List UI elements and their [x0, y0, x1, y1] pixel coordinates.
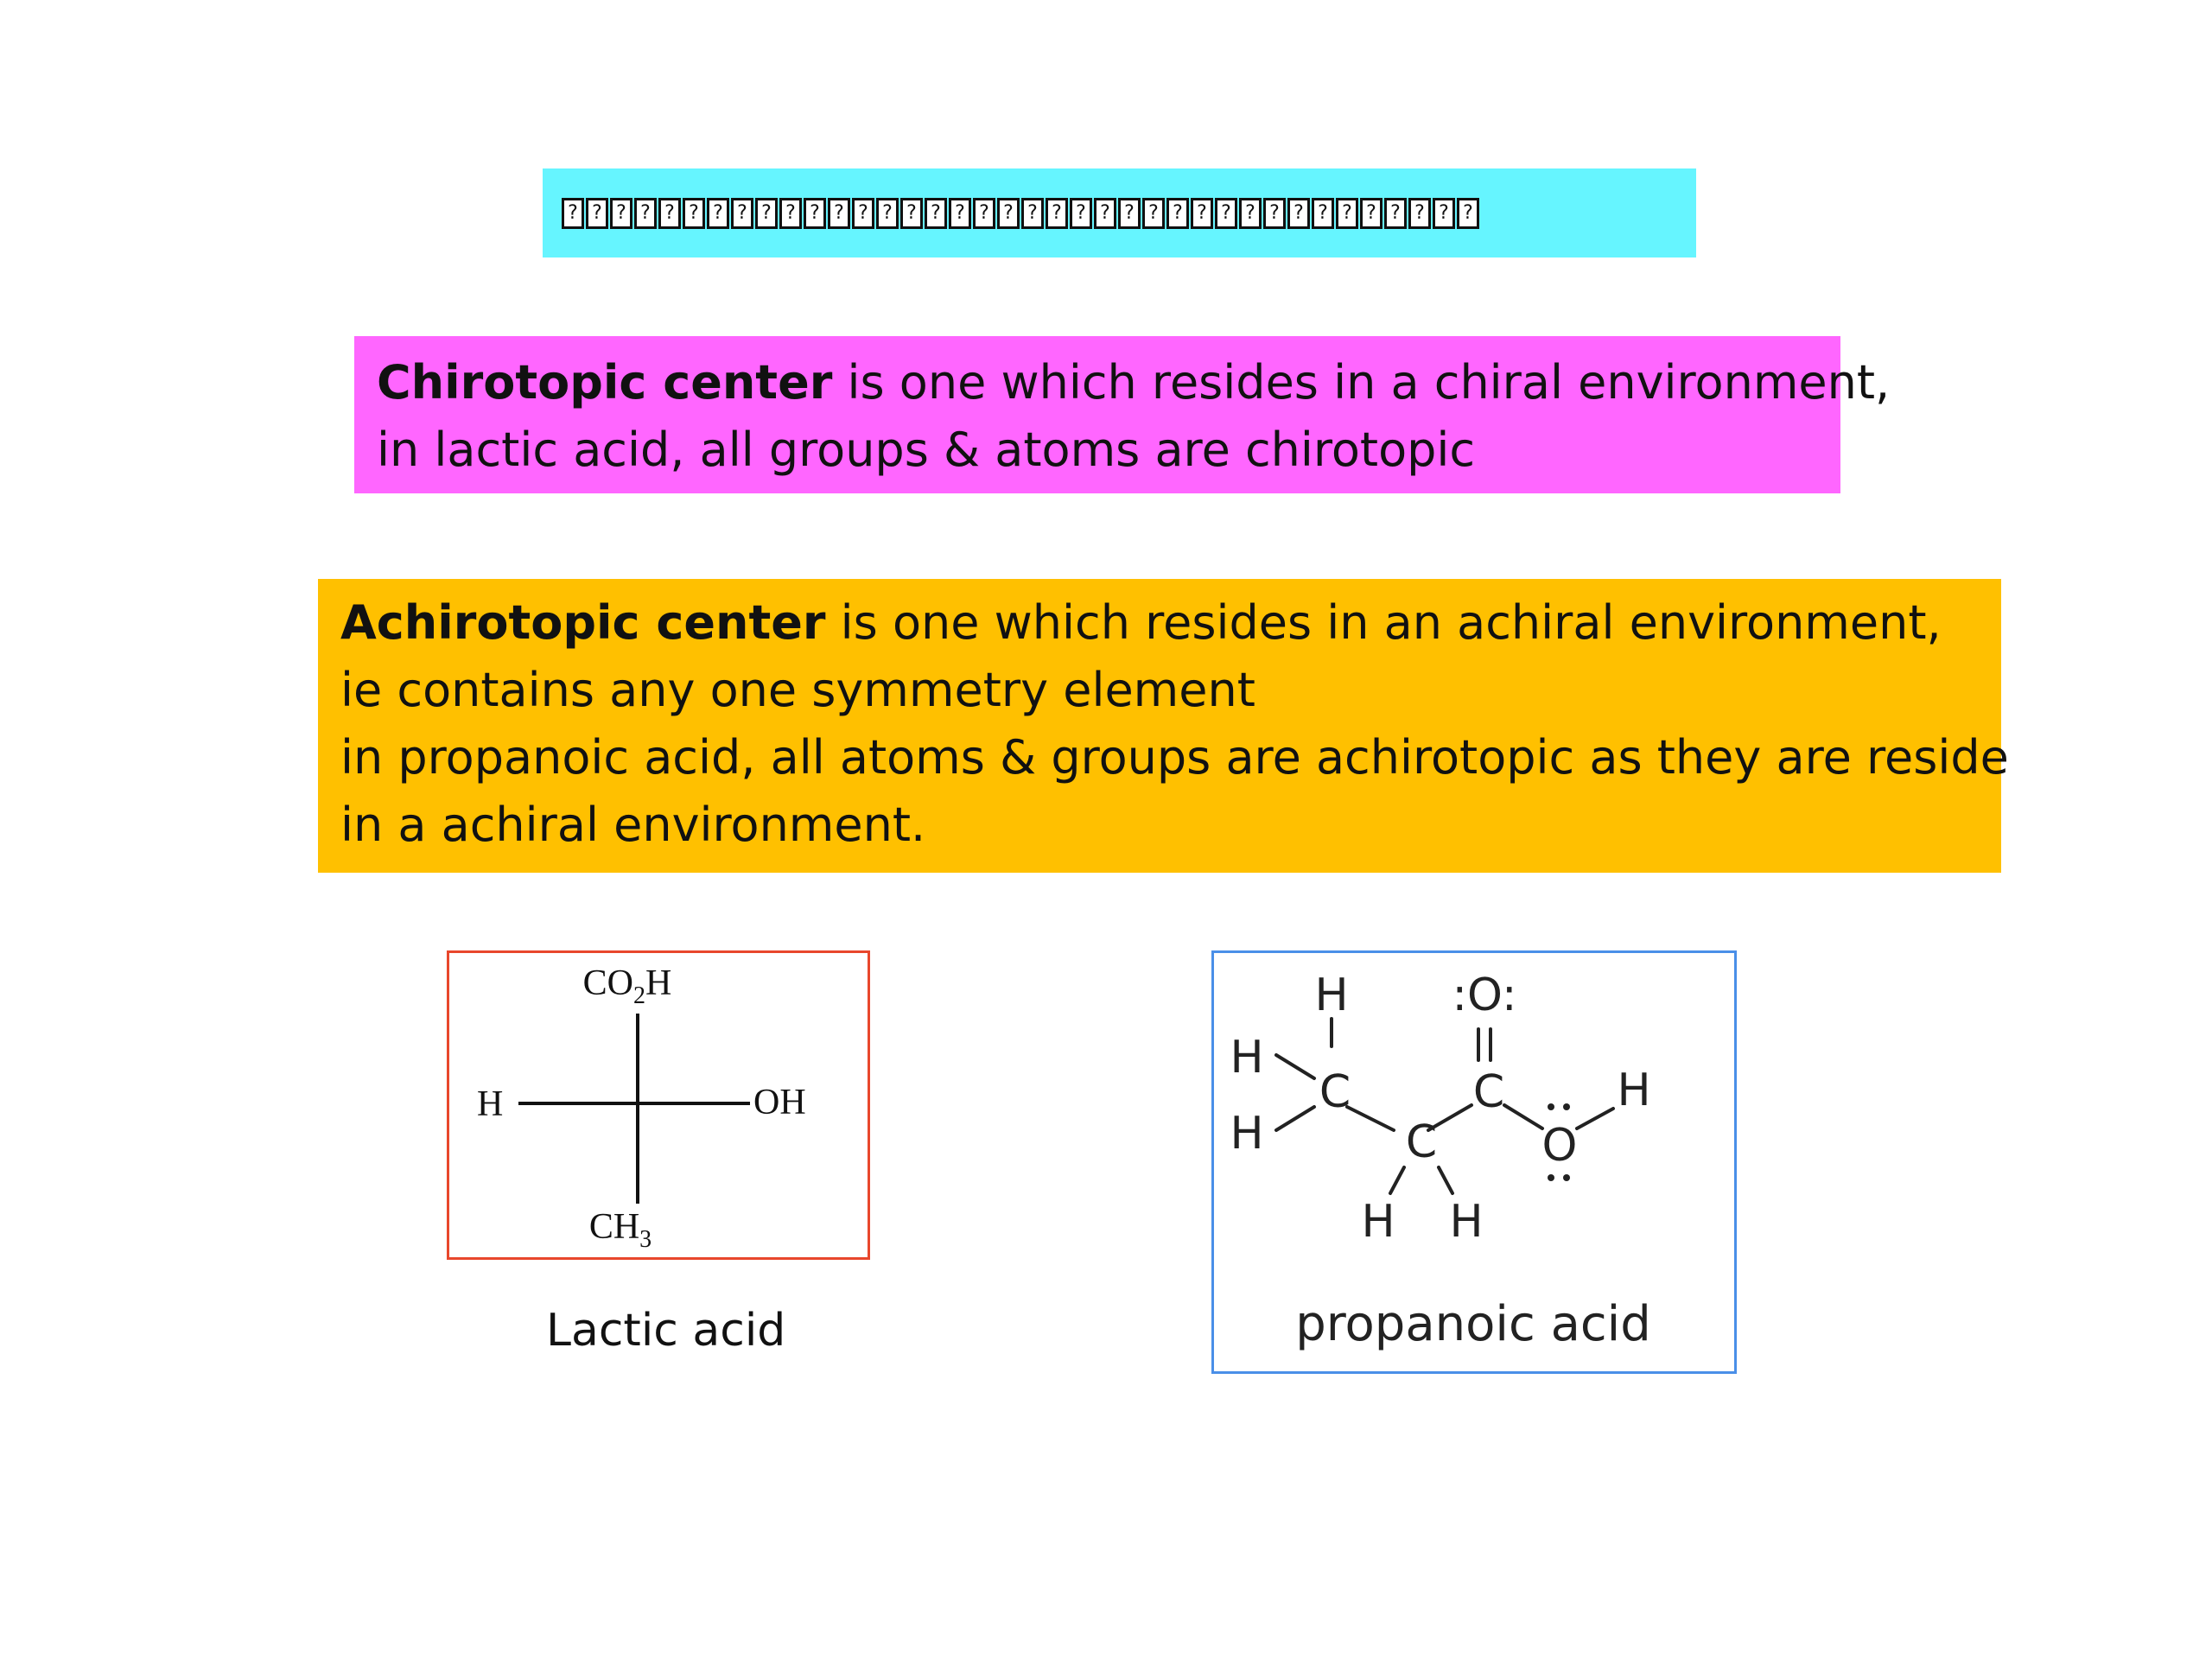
achirotopic-term: Achirotopic center	[340, 595, 826, 650]
bond-c2-h-right	[1437, 1166, 1454, 1195]
missing-glyph-box	[997, 197, 1020, 229]
propanoic-bonds	[1274, 1017, 1615, 1195]
missing-glyph-box	[634, 197, 657, 229]
missing-glyph-box	[1457, 197, 1479, 229]
missing-glyph-box	[1094, 197, 1116, 229]
missing-glyph-box	[1046, 197, 1068, 229]
missing-glyph-box	[658, 197, 681, 229]
missing-glyph-box	[779, 197, 802, 229]
atom-hydroxyl-h: H	[1617, 1065, 1650, 1116]
chirotopic-definition-box: Chirotopic center is one which resides i…	[354, 336, 1890, 493]
atom-c1: C	[1319, 1066, 1351, 1118]
achirotopic-line-1-text: is one which resides in an achiral envir…	[825, 595, 1942, 650]
missing-glyph-box	[1239, 197, 1262, 229]
bond-c1-h-left-lower	[1274, 1105, 1316, 1132]
propanoic-acid-lewis-structure: H H H C C H H C :O: O H propanoic acid	[1230, 969, 1651, 1352]
missing-glyph-box	[973, 197, 995, 229]
lone-pair-dot	[1563, 1103, 1570, 1110]
missing-glyph-box	[1021, 197, 1044, 229]
missing-glyph-box	[900, 197, 923, 229]
missing-glyph-box	[1166, 197, 1189, 229]
hydroxyl-lone-pairs	[1548, 1103, 1570, 1181]
missing-glyph-box	[562, 197, 584, 229]
atom-h-top: H	[1314, 969, 1348, 1021]
missing-glyph-box	[828, 197, 850, 229]
lactic-top-group: CO2H	[583, 963, 672, 1009]
missing-glyph-box	[755, 197, 778, 229]
bond-o-h	[1575, 1107, 1615, 1130]
missing-glyph-box	[876, 197, 899, 229]
bond-c2-h-left	[1389, 1166, 1406, 1195]
bond-c3-o	[1503, 1103, 1544, 1130]
missing-glyph-box	[1433, 197, 1455, 229]
missing-glyph-box	[1312, 197, 1334, 229]
missing-glyph-box	[1384, 197, 1407, 229]
achirotopic-line-3: in propanoic acid, all atoms & groups ar…	[340, 730, 2009, 785]
lactic-bottom-group: CH3	[589, 1207, 652, 1253]
bond-c1-h-left-upper	[1274, 1053, 1316, 1080]
lone-pair-dot	[1548, 1103, 1554, 1110]
bond-c2-c3	[1427, 1103, 1473, 1132]
missing-glyph-box	[949, 197, 971, 229]
lactic-right-group: OH	[753, 1083, 806, 1122]
chirotopic-line-1: Chirotopic center is one which resides i…	[377, 349, 1890, 416]
missing-glyph-box	[1336, 197, 1358, 229]
missing-glyph-box	[683, 197, 705, 229]
lone-pair-dot	[1548, 1174, 1554, 1181]
missing-glyph-box	[1263, 197, 1286, 229]
achirotopic-definition-box: Achirotopic center is one which resides …	[318, 579, 2009, 873]
missing-glyph-box	[852, 197, 874, 229]
chirotopic-term: Chirotopic center	[377, 355, 833, 410]
atom-h-c2-left: H	[1361, 1196, 1395, 1248]
chirotopic-line-2: in lactic acid, all groups & atoms are c…	[377, 423, 1476, 477]
missing-glyph-box	[586, 197, 608, 229]
missing-glyph-box	[1070, 197, 1092, 229]
missing-glyph-box	[804, 197, 826, 229]
missing-glyph-box	[707, 197, 729, 229]
missing-glyph-box	[1360, 197, 1382, 229]
achirotopic-line-2: ie contains any one symmetry element	[340, 663, 1255, 717]
lactic-acid-fischer-projection: CO2H H OH CH3	[477, 963, 806, 1253]
lactic-left-group: H	[477, 1084, 503, 1124]
missing-glyph-box	[925, 197, 947, 229]
propanoic-acid-structure: H H H C C H H C :O: O H propanoic acid	[1211, 950, 1737, 1374]
missing-glyph-box	[610, 197, 632, 229]
propanoic-acid-caption: propanoic acid	[1295, 1296, 1651, 1352]
atom-hydroxyl-o: O	[1542, 1120, 1578, 1172]
atom-c3: C	[1473, 1066, 1504, 1118]
bond-c1-c2	[1345, 1105, 1395, 1132]
missing-glyph-box	[1287, 197, 1310, 229]
atom-h-left-lower: H	[1230, 1108, 1263, 1160]
atom-h-left-upper: H	[1230, 1032, 1263, 1084]
lone-pair-dot	[1563, 1174, 1570, 1181]
atom-h-c2-right: H	[1449, 1196, 1483, 1248]
achirotopic-line-4: in a achiral environment.	[340, 798, 926, 852]
slide-title-glyphs	[562, 197, 1479, 229]
missing-glyph-box	[1118, 197, 1141, 229]
atom-carbonyl-o: :O:	[1452, 969, 1516, 1021]
slide-title-bar	[543, 168, 1696, 257]
lactic-acid-caption: Lactic acid	[546, 1305, 786, 1357]
missing-glyph-box	[731, 197, 753, 229]
missing-glyph-box	[1142, 197, 1165, 229]
atom-c2: C	[1406, 1116, 1437, 1168]
missing-glyph-box	[1215, 197, 1237, 229]
lactic-acid-structure: CO2H H OH CH3	[447, 950, 870, 1260]
missing-glyph-box	[1191, 197, 1213, 229]
achirotopic-line-1: Achirotopic center is one which resides …	[340, 589, 2001, 657]
missing-glyph-box	[1408, 197, 1431, 229]
chirotopic-line-1-text: is one which resides in a chiral environ…	[832, 355, 1891, 410]
